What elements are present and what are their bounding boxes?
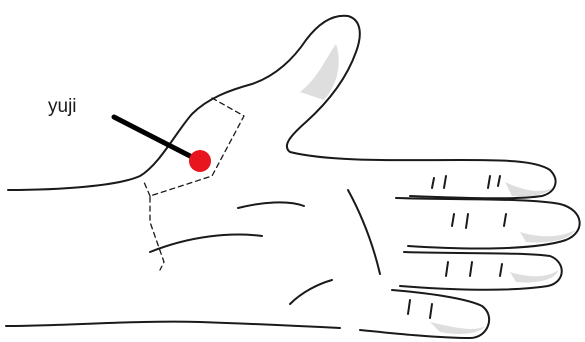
knuckle-crease-5 [452,214,454,226]
knuckle-crease-6 [466,214,468,228]
hand-outline [6,16,580,338]
acupoint-label: yuji [48,96,77,117]
knuckle-crease-3 [488,176,490,188]
palm-crease-4 [290,280,332,304]
wrist-bottom-edge [6,322,340,328]
palm-crease-3 [348,190,380,274]
palm-crease-1 [150,235,262,252]
thenar-dashed-outline [144,98,244,270]
knuckle-crease-9 [470,262,472,276]
pointer-line [114,117,190,156]
knuckle-crease-1 [432,178,434,188]
middle-finger [400,252,562,290]
knuckle-crease-7 [504,214,506,226]
hand-shading [300,44,575,334]
knuckle-crease-10 [500,264,502,276]
knuckle-crease-4 [498,176,500,186]
knuckle-crease-2 [444,176,446,188]
knuckle-crease-8 [446,262,448,276]
knuckle-crease-11 [408,300,410,314]
knuckle-crease-12 [430,304,432,318]
wrist-thumb-edge [8,16,556,199]
acupoint-marker [189,150,211,172]
palm-crease-2 [238,202,304,208]
